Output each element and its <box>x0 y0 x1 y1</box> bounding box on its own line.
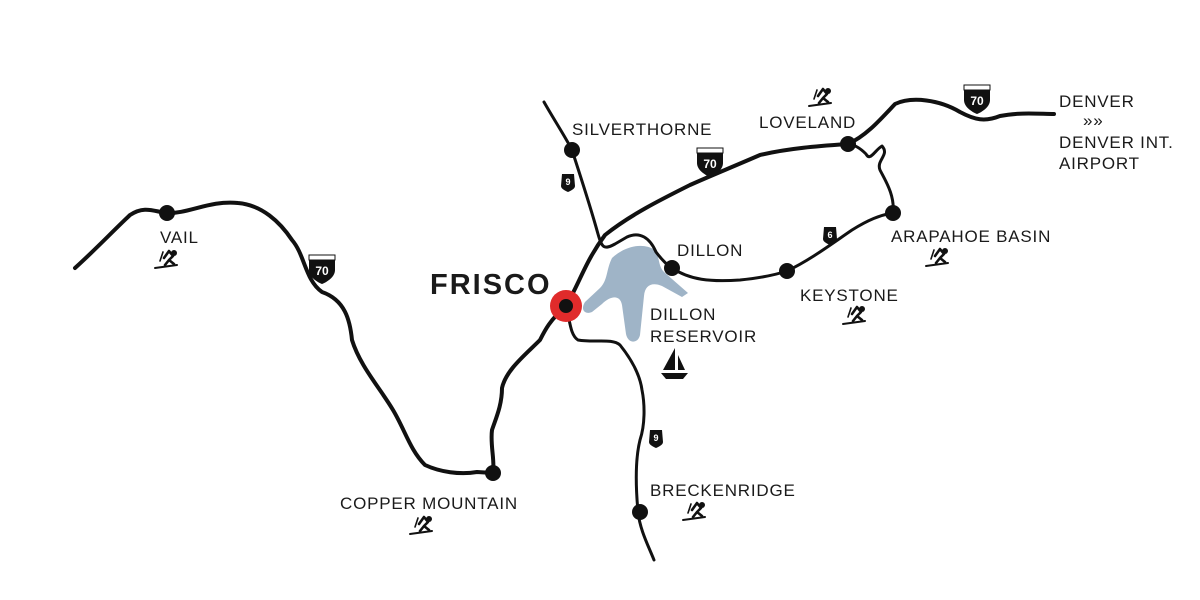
skier-icon-breckenridge <box>681 500 707 522</box>
svg-text:70: 70 <box>315 264 329 278</box>
keystone-marker <box>779 263 795 279</box>
denver-arrows: »» <box>1083 111 1104 130</box>
loveland-label: LOVELAND <box>759 113 856 132</box>
vail-marker <box>159 205 175 221</box>
arapahoe-basin-marker <box>885 205 901 221</box>
skier-icon-loveland <box>807 86 833 108</box>
interstate-70-shield-3: 70 <box>963 84 991 114</box>
sailboat-icon <box>661 348 688 379</box>
frisco-label: FRISCO <box>430 269 552 301</box>
dillon-reservoir-label-line1: DILLON <box>650 305 716 324</box>
copper-mountain-label: COPPER MOUNTAIN <box>340 494 518 513</box>
svg-text:70: 70 <box>703 157 717 171</box>
denver-label: DENVER <box>1059 92 1135 111</box>
arapahoe-basin-label: ARAPAHOE BASIN <box>891 227 1051 246</box>
skier-icon-copper-mountain <box>408 514 434 536</box>
vail-label: VAIL <box>160 228 199 247</box>
highway-6-shield: 6 <box>823 227 837 245</box>
highway-9-shield-north: 9 <box>561 174 575 192</box>
silverthorne-label: SILVERTHORNE <box>572 120 712 139</box>
dillon-marker <box>664 260 680 276</box>
svg-text:6: 6 <box>827 230 832 240</box>
svg-text:9: 9 <box>565 177 570 187</box>
svg-text:9: 9 <box>653 433 658 443</box>
dillon-reservoir-lake <box>582 245 688 342</box>
skier-icon-vail <box>153 248 179 270</box>
frisco-marker <box>559 299 573 313</box>
dillon-reservoir-label-line2: RESERVOIR <box>650 327 757 346</box>
breckenridge-marker <box>632 504 648 520</box>
interstate-70 <box>73 97 1056 476</box>
interstate-70-shield-2: 70 <box>308 254 336 284</box>
denver-airport-label-line1: DENVER INT. <box>1059 133 1174 152</box>
silverthorne-marker <box>564 142 580 158</box>
copper-mountain-marker <box>485 465 501 481</box>
highway-9-shield-south: 9 <box>649 430 663 448</box>
highway-9-south <box>564 304 656 562</box>
loveland-marker <box>840 136 856 152</box>
denver-airport-label-line2: AIRPORT <box>1059 154 1140 173</box>
svg-text:70: 70 <box>970 94 984 108</box>
skier-icon-keystone <box>841 304 867 326</box>
keystone-label: KEYSTONE <box>800 286 899 305</box>
breckenridge-label: BRECKENRIDGE <box>650 481 796 500</box>
interstate-70-shield-1: 70 <box>696 147 724 177</box>
skier-icon-arapahoe-basin <box>924 246 950 268</box>
dillon-label: DILLON <box>677 241 743 260</box>
